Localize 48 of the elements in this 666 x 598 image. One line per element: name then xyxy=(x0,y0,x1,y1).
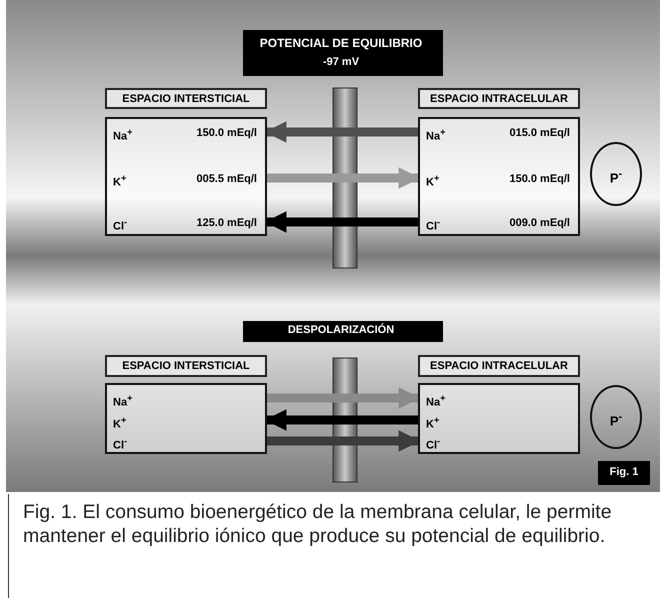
arrow xyxy=(264,409,418,431)
ion-label: Na$^{+}$ xyxy=(426,393,446,409)
ion-label: K$^{+}$ xyxy=(426,173,440,189)
ion-panel xyxy=(105,117,267,236)
ion-label: Cl$^{-}$ xyxy=(113,217,128,233)
ion-label: K$^{+}$ xyxy=(113,173,128,189)
arrow xyxy=(267,430,420,452)
potential-value: -97 mV xyxy=(322,56,360,68)
figure-number: Fig. 1 xyxy=(608,466,640,478)
header-box xyxy=(418,88,580,109)
panel-title: DESPOLARIZACIÓN xyxy=(286,324,396,336)
ion-panel xyxy=(418,383,580,454)
concentration-value: 150.0 mEq/l xyxy=(195,127,257,139)
header-box xyxy=(418,355,580,377)
concentration-value: 005.5 mEq/l xyxy=(195,173,257,185)
arrow xyxy=(267,167,420,189)
ion-label: Cl$^{-}$ xyxy=(113,436,128,452)
ion-label: K$^{+}$ xyxy=(426,415,440,431)
header-box xyxy=(105,88,267,109)
ion-label: Cl$^{-}$ xyxy=(426,217,442,233)
panel-title: POTENCIAL DE EQUILIBRIO xyxy=(258,36,424,50)
ion-label: P$^{-}$ xyxy=(608,168,624,186)
ion-label: Na$^{+}$ xyxy=(113,127,134,143)
ion-label: P$^{-}$ xyxy=(608,411,624,428)
section-heading: ESPACIO INTERSTICIAL xyxy=(121,93,251,105)
arrow xyxy=(264,211,418,233)
anion-circle xyxy=(590,385,642,449)
arrow xyxy=(267,387,420,409)
concentration-value: 150.0 mEq/l xyxy=(508,173,570,185)
section-heading: ESPACIO INTRACELULAR xyxy=(429,360,569,372)
concentration-value: 015.0 mEq/l xyxy=(508,127,570,139)
title-panel xyxy=(243,321,443,342)
concentration-value: 009.0 mEq/l xyxy=(508,217,570,229)
ion-label: Na$^{+}$ xyxy=(113,393,134,409)
figure-caption: Fig. 1. El consumo bioenergético de la membrana celular, le permite mantener el equilibrio iónico que produce su potencial de equilibrio. xyxy=(8,494,660,598)
section-heading: ESPACIO INTERSTICIAL xyxy=(121,360,251,372)
concentration-value: 125.0 mEq/l xyxy=(195,217,257,229)
arrow xyxy=(264,121,418,143)
ion-label: Cl$^{-}$ xyxy=(426,436,442,452)
ion-label: K$^{+}$ xyxy=(113,415,128,431)
ion-label: Na$^{+}$ xyxy=(426,127,446,143)
anion-circle xyxy=(590,142,642,206)
section-heading: ESPACIO INTRACELULAR xyxy=(429,93,569,105)
header-box xyxy=(105,355,267,377)
ion-panel xyxy=(105,383,267,454)
figure-label xyxy=(598,461,650,485)
ion-panel xyxy=(418,117,580,236)
title-panel xyxy=(243,30,443,76)
